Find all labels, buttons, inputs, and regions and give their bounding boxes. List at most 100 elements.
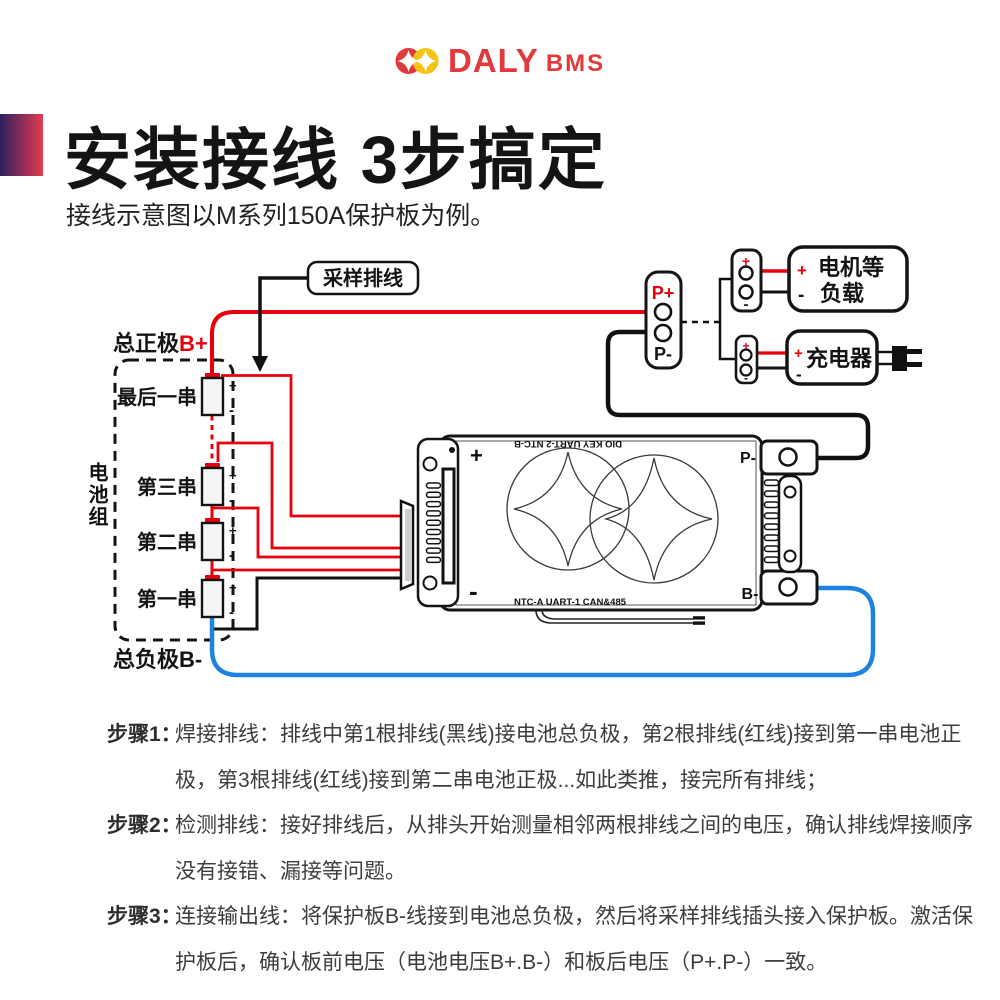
step-text: 焊接排线：排线中第1根排线(黑线)接电池总负极，第2根排线(红线)接到第一串电池… xyxy=(175,723,962,792)
sampling-wire-black xyxy=(213,576,402,631)
motor-load-box xyxy=(787,245,909,313)
step-1: 步骤1：焊接排线：排线中第1根排线(黑线)接电池总负极，第2根排线(红线)接到第… xyxy=(107,712,973,803)
pin-hole xyxy=(738,265,754,281)
wire-b-minus-blue xyxy=(209,585,876,678)
total-positive-label: 总正极B+ xyxy=(113,331,208,356)
motor-load-label-2: 负载 xyxy=(820,281,864,306)
sampling-cable-callout: 采样排线 xyxy=(252,260,420,372)
daly-watermark xyxy=(506,447,719,584)
power-plug-icon xyxy=(878,346,922,371)
brand-logo-icon xyxy=(395,48,439,74)
minus-mark: - xyxy=(798,285,804,306)
step-label: 步骤2： xyxy=(107,814,182,837)
plus-mark: + xyxy=(794,345,803,362)
minus-mark: - xyxy=(229,604,234,621)
screw-hole xyxy=(783,485,797,499)
sampling-wires-red xyxy=(212,374,402,572)
minus-mark: - xyxy=(744,296,749,313)
left-socket xyxy=(441,467,456,585)
p-plus-hole xyxy=(653,302,673,322)
minus-mark: - xyxy=(796,365,802,384)
steps: 步骤1：焊接排线：排线中第1根排线(黑线)接电池总负极，第2根排线(红线)接到第… xyxy=(107,712,973,985)
board-b-minus: B- xyxy=(742,586,759,603)
output-connector: P+ P- xyxy=(644,270,683,370)
step-text: 检测排线：接好排线后，从排头开始测量相邻两根排线之间的电压，确认排线焊接顺序没有… xyxy=(175,814,973,883)
sampling-cable-label: 采样排线 xyxy=(323,266,403,290)
screw-hole xyxy=(422,575,438,591)
sampling-wire-3 xyxy=(216,441,402,550)
b-minus-tab-hole xyxy=(778,577,798,597)
bms-board: + - P- B- DIO KEY UART-2 NTC-B NTC-A UAR… xyxy=(399,434,819,625)
pin-hole xyxy=(738,284,754,300)
wire-b-plus-red xyxy=(210,310,655,374)
board-minus: - xyxy=(469,576,478,606)
board-plus: + xyxy=(470,443,483,468)
plus-mark: + xyxy=(229,523,237,538)
screw-hole xyxy=(422,456,438,472)
screw-hole xyxy=(783,549,797,563)
battery-cells: + - 最后一串 + - 第三串 + - 第二串 + xyxy=(117,373,237,621)
pin-hole xyxy=(739,348,753,362)
battery-body xyxy=(200,376,225,417)
step-3: 步骤3：连接输出线：将保护板B-线接到电池总负极，然后将采样排线插头接入保护板。… xyxy=(107,894,973,985)
battery-label: 第二串 xyxy=(137,530,197,554)
brand-name: DALY xyxy=(448,42,539,79)
battery-label: 第一串 xyxy=(137,587,197,611)
right-connector-plate xyxy=(777,474,803,574)
title-accent-bar xyxy=(0,114,43,176)
brand-logo: DALY BMS xyxy=(394,42,605,80)
board-dot xyxy=(449,447,455,453)
total-negative-label: 总负极B- xyxy=(113,647,202,672)
board-p-minus: P- xyxy=(740,450,756,467)
step-label: 步骤3： xyxy=(107,905,182,928)
board-top-ports: DIO KEY UART-2 NTC-B xyxy=(514,438,622,449)
battery-cap xyxy=(205,463,220,468)
plus-mark: + xyxy=(742,253,750,269)
battery-label: 最后一串 xyxy=(117,385,197,409)
sampling-plug-inner xyxy=(405,509,412,581)
battery-group-label: 电池组 xyxy=(85,462,107,528)
plus-mark: + xyxy=(797,261,807,280)
charger-box xyxy=(785,329,879,386)
battery-last: + - 最后一串 xyxy=(117,373,237,419)
page-title: 安装接线 3步搞定 xyxy=(64,123,607,198)
motor-branch: + - + - 电机等 负载 xyxy=(730,245,909,313)
p-plus-label: P+ xyxy=(652,283,675,303)
step-2: 步骤2：检测排线：接好排线后，从排头开始测量相邻两根排线之间的电压，确认排线焊接… xyxy=(107,803,973,894)
battery-cap xyxy=(205,373,220,378)
sampling-wire-last xyxy=(221,374,402,518)
p-minus-label: P- xyxy=(654,344,672,364)
ntc-sensor-wire xyxy=(535,609,705,625)
motor-load-label-1: 电机等 xyxy=(818,255,884,280)
subtitle: 接线示意图以M系列150A保护板为例。 xyxy=(66,202,496,230)
step-label: 步骤1： xyxy=(107,723,182,746)
battery-1: + - 第一串 xyxy=(137,575,237,621)
battery-label: 第三串 xyxy=(137,475,197,499)
battery-body xyxy=(200,466,225,507)
brand-suffix: BMS xyxy=(545,50,606,77)
battery-body xyxy=(200,578,225,619)
p-minus-hole xyxy=(653,323,673,343)
charger-label: 充电器 xyxy=(806,346,873,371)
board-outline xyxy=(438,434,764,612)
p-minus-tab-hole xyxy=(778,447,798,467)
battery-pack-boundary xyxy=(113,358,235,642)
wire-p-minus-black xyxy=(605,329,871,461)
left-connector-teeth xyxy=(425,482,442,564)
right-connector-teeth xyxy=(763,479,780,564)
plus-mark: + xyxy=(229,378,237,393)
pin-hole xyxy=(739,363,753,377)
minus-mark: - xyxy=(229,547,234,564)
battery-body xyxy=(200,521,225,562)
step-text: 连接输出线：将保护板B-线接到电池总负极，然后将采样排线插头接入保护板。激活保护… xyxy=(175,905,973,974)
callout-arrowhead xyxy=(252,356,268,372)
minus-mark: - xyxy=(229,492,234,509)
plus-mark: + xyxy=(742,339,749,353)
charger-branch: + - + - 充电器 xyxy=(734,329,922,386)
callout-arrow-line xyxy=(258,276,308,358)
battery-cap xyxy=(205,518,220,523)
battery-2: + - 第二串 xyxy=(137,518,237,564)
branch-bracket xyxy=(718,277,736,361)
